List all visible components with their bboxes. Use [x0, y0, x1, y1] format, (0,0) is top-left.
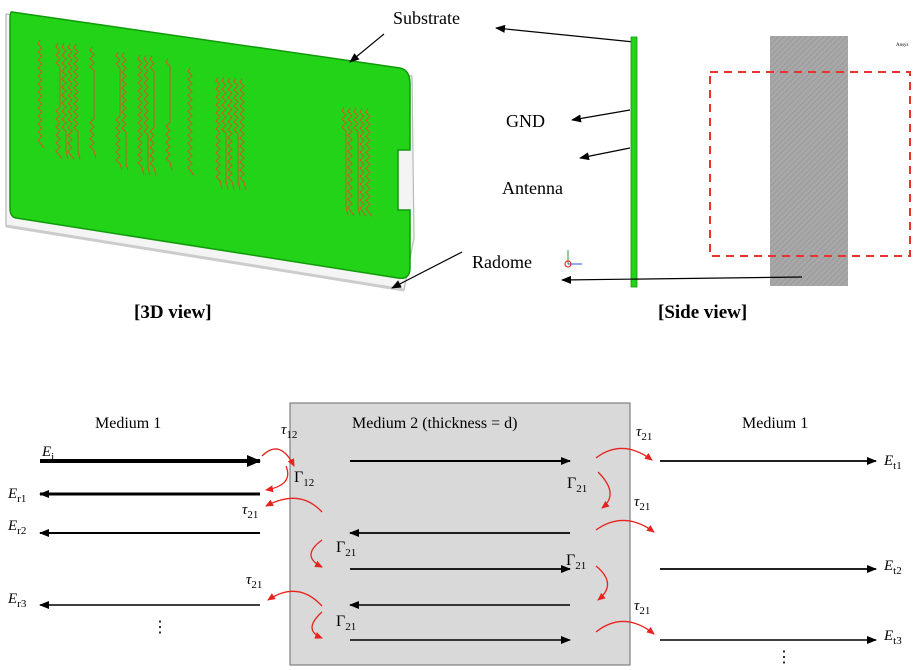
antenna-trace [227, 77, 235, 190]
radome-arrow-3d [391, 251, 463, 289]
antenna-trace [143, 55, 151, 176]
symbol-tau12: τ12 [281, 422, 297, 441]
curve-tau21-right-3 [595, 620, 655, 635]
radome-column [770, 36, 848, 286]
curve-gamma21-right-2 [595, 565, 609, 601]
zoom-dashed-box [709, 71, 911, 257]
3d-view-caption: [3D view] [134, 302, 212, 323]
medium2-label: Medium 2 (thickness = d) [352, 415, 517, 432]
radome-label: Radome [472, 252, 532, 272]
symbol-Er3: Er3 [7, 591, 27, 610]
symbol-gamma21-right-1: Γ21 [567, 475, 587, 495]
wave-arrows [39, 455, 877, 644]
symbol-gamma21-right-2: Γ21 [566, 552, 586, 572]
radome-arrow-side [561, 275, 803, 284]
radome-lower-edge [5, 224, 405, 292]
curve-gamma21-left-2 [311, 611, 323, 639]
substrate-side-strip [630, 36, 638, 288]
symbol-tau21-left-1: τ21 [242, 502, 258, 521]
curve-tau21-right-1 [595, 447, 653, 461]
symbol-gamma21-left-2: Γ21 [336, 613, 356, 633]
curve-tau21-left-2 [267, 590, 323, 607]
symbol-Er2: Er2 [7, 518, 26, 537]
curve-tau12 [261, 448, 295, 467]
wave-symbols: Ei Er1 Er2 Er3 Et1 Et2 Et3 τ12 Γ12 τ21 Γ… [7, 422, 902, 666]
antenna-trace [149, 55, 157, 176]
antenna-trace [55, 42, 63, 160]
medium1-right-label: Medium 1 [742, 415, 808, 432]
antenna-trace [121, 51, 129, 171]
substrate-arrow-3d [349, 33, 385, 63]
axis-triad-icon [564, 250, 582, 268]
symbol-tau21-right-3: τ21 [634, 598, 650, 617]
tiny-axis-text: Ansys [896, 43, 909, 48]
antenna-trace [359, 107, 367, 217]
curve-gamma21-right-1 [597, 471, 611, 509]
medium2-box [289, 402, 631, 666]
symbol-tau21-right-1: τ21 [636, 424, 652, 443]
3d-view [5, 11, 415, 292]
symbol-gamma12: Γ12 [294, 469, 314, 489]
antenna-trace [137, 54, 145, 176]
interaction-curves [261, 447, 655, 639]
antenna-label: Antenna [502, 178, 563, 198]
antenna-trace [37, 39, 45, 149]
symbol-tau21-right-2: τ21 [634, 494, 650, 513]
antenna-trace [239, 77, 247, 191]
antenna-trace [347, 107, 355, 216]
substrate-label: Substrate [393, 8, 460, 28]
antenna-trace [215, 76, 223, 190]
antenna-trace [221, 76, 229, 190]
antenna-trace [89, 46, 97, 159]
curve-gamma12 [265, 465, 289, 493]
symbol-gamma21-left-1: Γ21 [336, 539, 356, 559]
antenna-trace [187, 67, 195, 176]
symbol-Et1: Et1 [883, 453, 902, 472]
antenna-arrow [579, 147, 631, 161]
substrate-arrow-side [495, 24, 635, 43]
antenna-traces [37, 39, 373, 217]
ellipsis-left: ⋮ [152, 619, 168, 636]
ellipsis-right: ⋮ [776, 649, 792, 666]
substrate-board [9, 11, 411, 280]
curve-gamma21-left-1 [310, 539, 323, 568]
side-view: Ansys [630, 36, 911, 288]
symbol-Er1: Er1 [7, 486, 26, 505]
symbol-tau21-left-2: τ21 [246, 572, 262, 591]
side-view-caption: [Side view] [658, 302, 747, 323]
curve-tau21-right-2 [595, 519, 655, 533]
symbol-Ei: Ei [41, 444, 54, 463]
antenna-trace [165, 58, 173, 171]
antenna-trace [61, 42, 69, 160]
gnd-arrow [571, 109, 631, 123]
antenna-trace [67, 43, 75, 160]
symbol-Et3: Et3 [883, 628, 902, 647]
medium1-left-label: Medium 1 [95, 415, 161, 432]
gnd-label: GND [506, 111, 545, 131]
antenna-trace [365, 108, 373, 217]
antenna-trace [115, 51, 123, 171]
symbol-Et2: Et2 [883, 558, 902, 577]
antenna-trace [341, 106, 349, 216]
antenna-trace [353, 107, 361, 216]
antenna-trace [233, 77, 241, 190]
curve-tau21-left-1 [265, 497, 323, 513]
antenna-trace [73, 43, 81, 160]
